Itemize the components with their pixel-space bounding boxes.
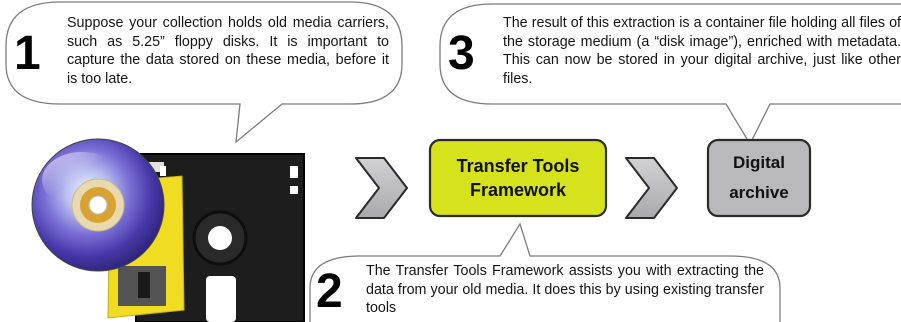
framework-box-label: Transfer Tools Framework <box>430 154 606 202</box>
step-number-2: 2 <box>316 265 343 318</box>
arrow-chevron-icon <box>355 157 408 219</box>
arrow-chevron-icon <box>625 157 678 219</box>
archive-label-line-2: archive <box>729 183 789 202</box>
archive-label-line-1: Digital <box>733 153 785 172</box>
step-1-text: Suppose your collection holds old media … <box>67 15 389 87</box>
framework-label-line-2: Framework <box>469 180 567 200</box>
step-3-text: The result of this extraction is a conta… <box>503 15 901 87</box>
step-2-text: The Transfer Tools Framework assists you… <box>366 263 764 316</box>
archive-box-label: Digital archive <box>708 148 810 208</box>
step-number-1: 1 <box>14 27 41 80</box>
speech-bubble-step-1 <box>5 1 403 144</box>
speech-bubble-step-2 <box>309 222 781 322</box>
transfer-tools-framework-box <box>428 138 608 218</box>
framework-label-line-1: Transfer Tools <box>456 156 580 176</box>
speech-bubble-step-3 <box>439 3 901 146</box>
cd-icon <box>31 138 165 272</box>
digital-archive-box <box>706 138 812 218</box>
step-number-3: 3 <box>448 27 475 80</box>
